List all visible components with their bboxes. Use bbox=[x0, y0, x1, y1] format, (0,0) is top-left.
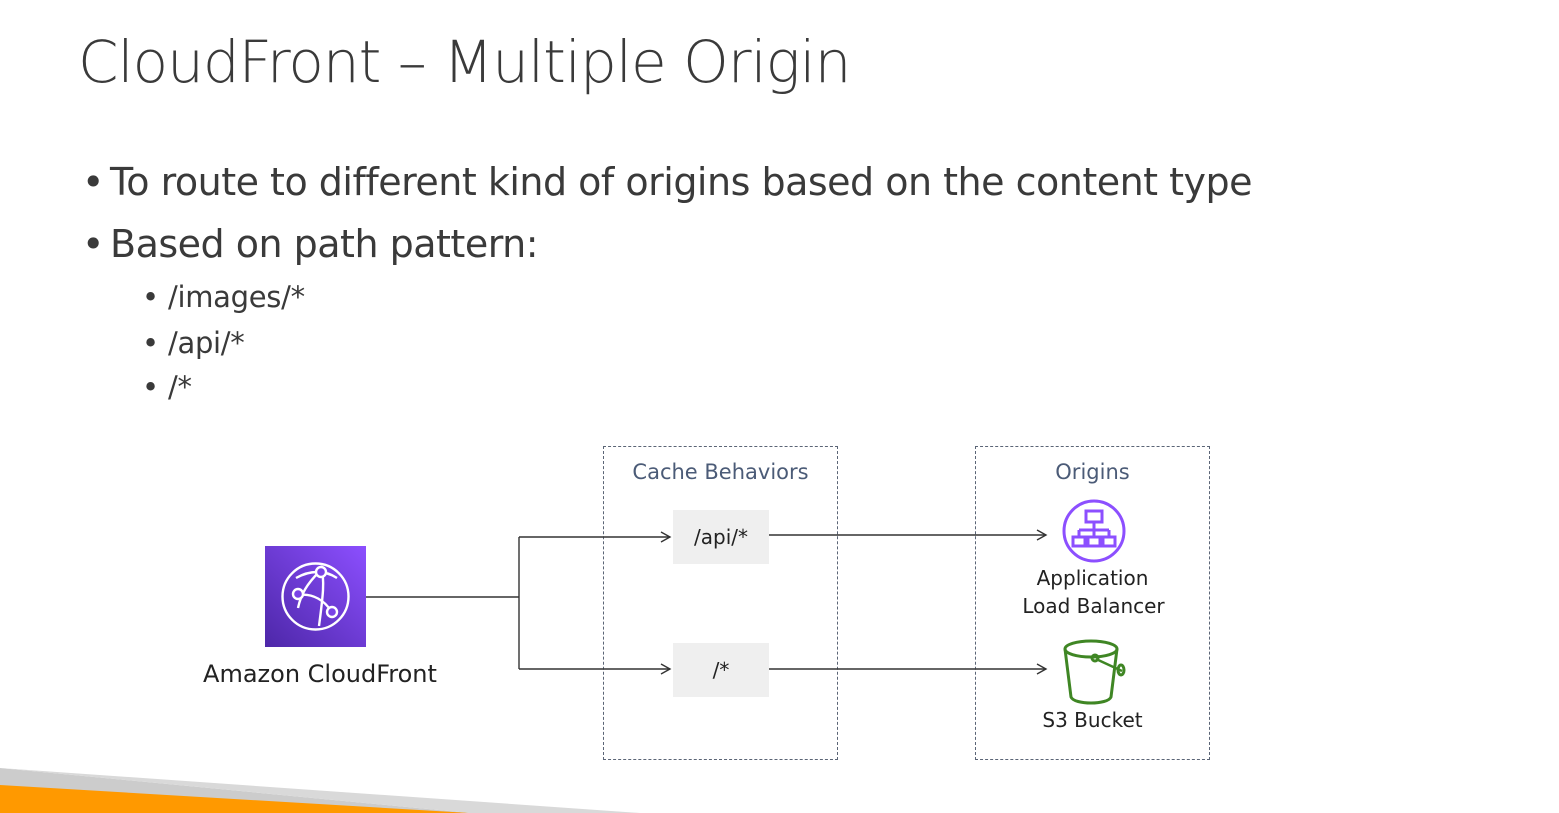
cache-behaviors-label: Cache Behaviors bbox=[632, 460, 809, 484]
bullet-item: •To route to different kind of origins b… bbox=[82, 160, 1253, 204]
alb-label-line1: Application bbox=[1036, 566, 1149, 590]
bullet-text: Based on path pattern: bbox=[110, 222, 539, 266]
bucket-icon bbox=[1063, 639, 1126, 705]
s3-label: S3 Bucket bbox=[1042, 708, 1143, 732]
cache-behaviors-group bbox=[603, 446, 838, 760]
alb-label-line2: Load Balancer bbox=[1022, 594, 1165, 618]
bullet-dot: • bbox=[142, 326, 159, 360]
slide-title: CloudFront – Multiple Origin bbox=[78, 28, 851, 96]
bullet-dot: • bbox=[82, 160, 104, 204]
sub-bullet-item: • /* bbox=[142, 370, 192, 404]
bottom-accent-bar bbox=[0, 768, 640, 813]
sub-bullet-text: /api/* bbox=[168, 326, 245, 360]
sub-bullet-item: • /images/* bbox=[142, 280, 305, 314]
origins-label: Origins bbox=[1055, 460, 1130, 484]
path-pattern-default: /* bbox=[673, 643, 769, 697]
bullet-item: •Based on path pattern: bbox=[82, 222, 539, 266]
sub-bullet-text: /images/* bbox=[168, 280, 305, 314]
cloudfront-icon bbox=[265, 546, 366, 647]
sub-bullet-text: /* bbox=[168, 370, 192, 404]
bullet-dot: • bbox=[142, 370, 159, 404]
cloudfront-label: Amazon CloudFront bbox=[203, 660, 437, 688]
bullet-dot: • bbox=[82, 222, 104, 266]
load-balancer-icon bbox=[1062, 499, 1126, 563]
origins-group bbox=[975, 446, 1210, 760]
bullet-text: To route to different kind of origins ba… bbox=[110, 160, 1253, 204]
sub-bullet-item: • /api/* bbox=[142, 326, 245, 360]
path-pattern-api: /api/* bbox=[673, 510, 769, 564]
bullet-dot: • bbox=[142, 280, 159, 314]
